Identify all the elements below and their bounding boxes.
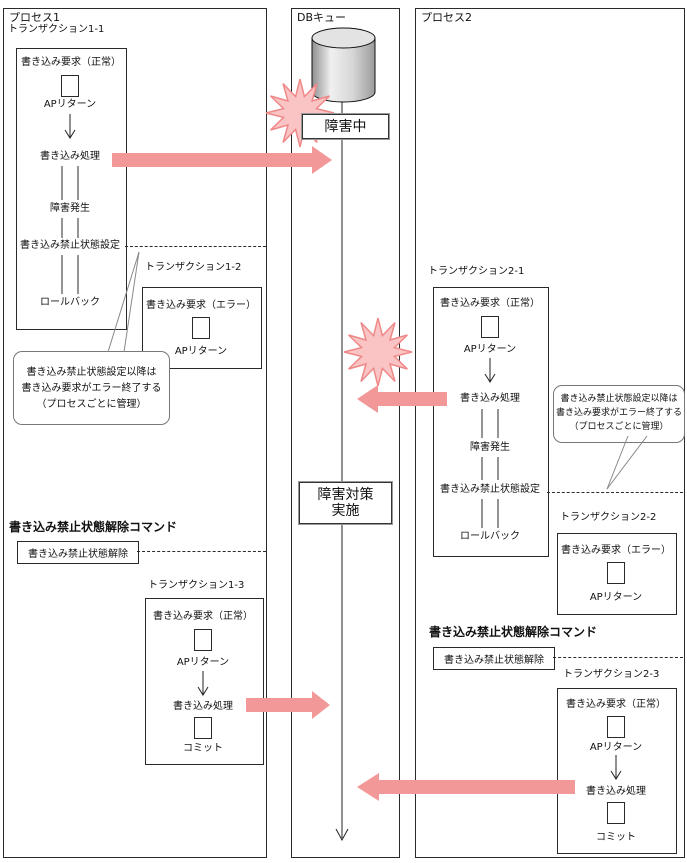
step-marker [194, 629, 212, 651]
tx1-2-box [142, 287, 262, 369]
step-marker [607, 562, 625, 584]
tx1-1-box [16, 48, 127, 330]
tx1-1-title: トランザクション1-1 [8, 24, 105, 35]
step-ap-return: APリターン [174, 346, 228, 357]
tx1-2-title: トランザクション1-2 [145, 262, 242, 273]
failure-status-label: 障害中 [324, 118, 367, 135]
step-marker [194, 717, 212, 739]
note-bubble-process2: 書き込み禁止状態設定以降は 書き込み要求がエラー終了する （プロセスごとに管理） [553, 385, 685, 443]
note-line: 書き込み要求がエラー終了する [21, 383, 162, 394]
db-queue-title: DBキュー [297, 11, 347, 24]
step-write-process: 書き込み処理 [460, 393, 520, 404]
step-write-req: 書き込み要求（正常） [566, 699, 666, 710]
step-write-req: 書き込み要求（正常） [440, 298, 540, 309]
tx1-3-title: トランザクション1-3 [148, 580, 245, 591]
release-action-box-p2: 書き込み禁止状態解除 [433, 647, 555, 670]
release-action-label: 書き込み禁止状態解除 [28, 549, 128, 560]
step-span [481, 409, 499, 438]
tx2-2-title: トランザクション2-2 [560, 512, 657, 523]
tx2-2-box [557, 533, 677, 615]
step-ap-return: APリターン [463, 344, 517, 355]
step-write-req: 書き込み要求（エラー） [146, 300, 256, 311]
step-ap-return: APリターン [43, 99, 97, 110]
step-ap-return: APリターン [176, 657, 230, 668]
tx2-1-box [433, 287, 549, 557]
step-marker [61, 75, 79, 97]
step-span [61, 255, 79, 294]
step-rollback: ロールバック [460, 531, 520, 542]
note-line: （プロセスごとに管理） [36, 399, 147, 410]
note-line: （プロセスごとに管理） [569, 422, 669, 432]
release-boundary-line [553, 657, 683, 658]
step-commit: コミット [183, 743, 223, 754]
step-write-req: 書き込み要求（エラー） [561, 545, 671, 556]
process1-title: プロセス1 [9, 11, 60, 24]
tx1-3-box [145, 598, 264, 765]
step-prohibit-set: 書き込み禁止状態設定 [440, 484, 540, 495]
release-cmd-title-p2: 書き込み禁止状態解除コマンド [429, 625, 598, 639]
release-boundary-line [137, 551, 266, 552]
process2-title: プロセス2 [421, 11, 472, 24]
step-rollback: ロールバック [40, 297, 100, 308]
tx2-1-title: トランザクション2-1 [428, 266, 525, 277]
release-action-box-p1: 書き込み禁止状態解除 [17, 541, 139, 564]
step-ap-return: APリターン [589, 742, 643, 753]
process1-frame [3, 8, 267, 858]
note-line: 書き込み禁止状態設定以降は [560, 394, 678, 404]
failure-status-box: 障害中 [301, 113, 390, 140]
step-span [481, 499, 499, 528]
db-queue-frame [291, 8, 400, 858]
step-marker [192, 317, 210, 339]
step-write-process: 書き込み処理 [173, 701, 233, 712]
step-write-req: 書き込み要求（正常） [153, 611, 253, 622]
step-write-req: 書き込み要求（正常） [21, 57, 121, 68]
step-span [61, 218, 79, 238]
step-marker [481, 316, 499, 338]
note-line: 書き込み要求がエラー終了する [555, 408, 682, 418]
step-span [61, 166, 79, 200]
tx2-3-box [557, 688, 677, 854]
release-cmd-title-p1: 書き込み禁止状態解除コマンド [9, 520, 178, 534]
prohibit-boundary-line [547, 492, 683, 493]
step-write-process: 書き込み処理 [586, 786, 646, 797]
step-marker [607, 802, 625, 824]
step-failure-occurs: 障害発生 [470, 442, 510, 453]
prohibit-boundary-line [125, 246, 266, 247]
step-span [481, 457, 499, 480]
step-failure-occurs: 障害発生 [50, 203, 90, 214]
tx2-3-title: トランザクション2-3 [563, 669, 660, 680]
step-write-process: 書き込み処理 [40, 151, 100, 162]
step-commit: コミット [596, 832, 636, 843]
countermeasure-line: 実施 [331, 503, 360, 519]
countermeasure-box: 障害対策 実施 [298, 481, 393, 525]
note-line: 書き込み禁止状態設定以降は [26, 367, 157, 378]
step-ap-return: APリターン [589, 592, 643, 603]
note-bubble-process1: 書き込み禁止状態設定以降は 書き込み要求がエラー終了する （プロセスごとに管理） [13, 351, 170, 425]
step-marker [607, 716, 625, 738]
step-prohibit-set: 書き込み禁止状態設定 [20, 240, 120, 251]
release-action-label: 書き込み禁止状態解除 [444, 655, 544, 666]
countermeasure-line: 障害対策 [317, 487, 374, 503]
